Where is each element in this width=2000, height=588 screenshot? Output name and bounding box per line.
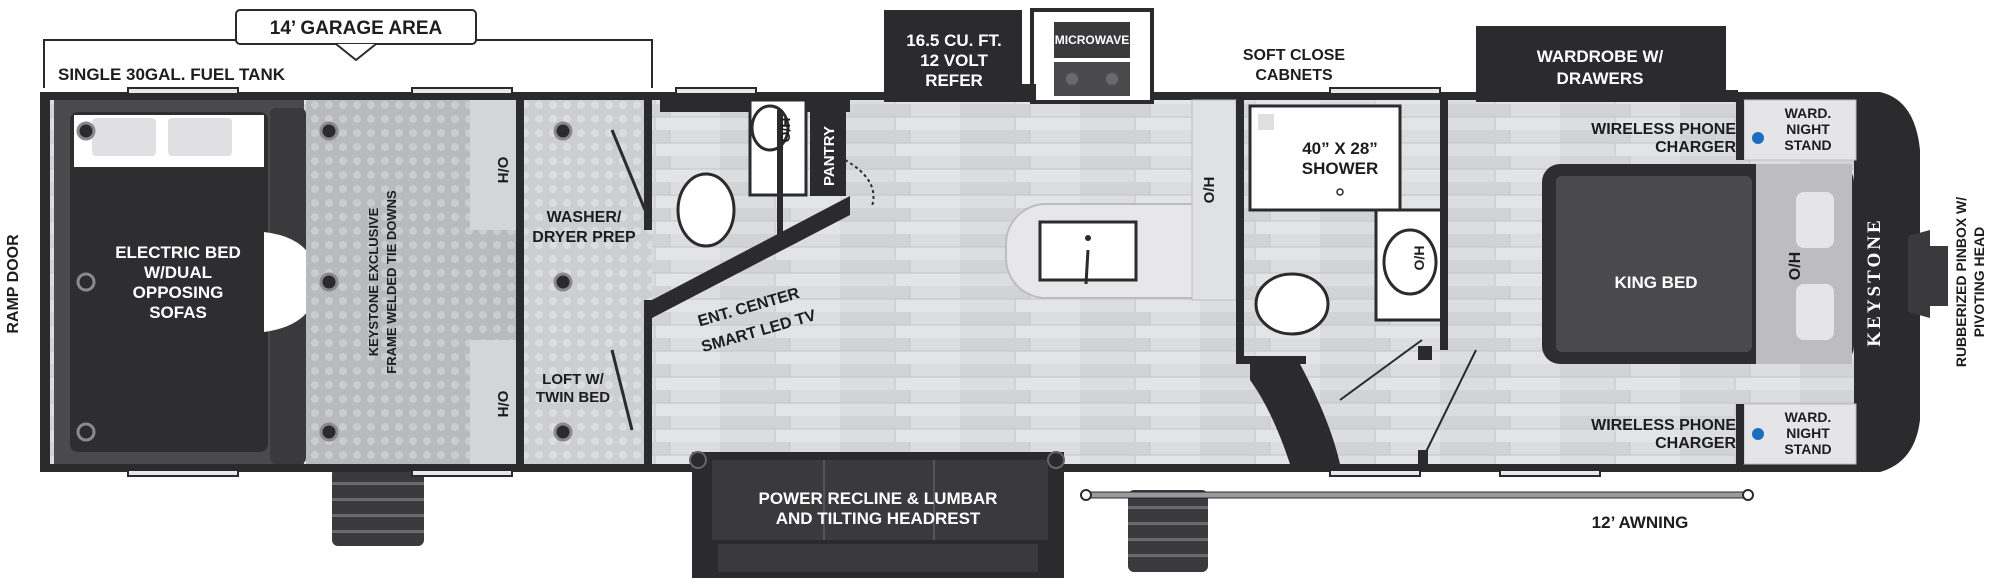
- nightstand-top-line-1: WARD.: [1785, 105, 1832, 121]
- nightstand-bottom-line-1: WARD.: [1785, 409, 1832, 425]
- recliner-slide: [689, 451, 1065, 578]
- awning-label: 12’ AWNING: [1592, 513, 1689, 532]
- shower-line-2: SHOWER: [1302, 159, 1379, 178]
- pantry-label: PANTRY: [821, 126, 838, 186]
- loft-line-1: LOFT W/: [542, 371, 604, 388]
- half-bath: [652, 98, 875, 318]
- garage-area-label: 14’ GARAGE AREA: [270, 18, 443, 39]
- washer-line-2: DRYER PREP: [532, 229, 636, 246]
- kitchen-island: [1005, 99, 1237, 301]
- loft-line-2: TWIN BED: [536, 389, 610, 406]
- charger-dot-bottom: [1752, 428, 1764, 440]
- nightstand-top-line-2: NIGHT: [1786, 121, 1830, 137]
- fuel-tank-label: SINGLE 30GAL. FUEL TANK: [58, 65, 286, 84]
- garage-bracket: [43, 9, 653, 88]
- electric-bed-line-1: ELECTRIC BED: [115, 243, 241, 262]
- tie-down-rings: [76, 121, 573, 442]
- charger-top-line-2: CHARGER: [1655, 139, 1736, 156]
- king-bed-label: KING BED: [1614, 273, 1697, 292]
- electric-bed-line-3: OPPOSING: [133, 283, 224, 302]
- pinbox-line-2: PIVOTING HEAD: [1971, 227, 1987, 337]
- bedroom-oh-label: O/H: [1787, 252, 1804, 280]
- soft-close-line-2: CABNETS: [1255, 67, 1333, 84]
- refrigerator: [884, 8, 1154, 104]
- nightstand-top-line-3: STAND: [1784, 137, 1831, 153]
- bath-oh-label: O/H: [1411, 246, 1427, 271]
- microwave-label: MICROWAVE: [1055, 33, 1129, 47]
- windows: [127, 87, 1601, 477]
- tie-downs-line-2: FRAME WELDED TIE DOWNS: [384, 190, 399, 374]
- charger-top-line-1: WIRELESS PHONE: [1591, 121, 1736, 138]
- charger-dot-top: [1752, 132, 1764, 144]
- refer-line-2: 12 VOLT: [920, 51, 988, 70]
- charger-bottom-line-1: WIRELESS PHONE: [1591, 417, 1736, 434]
- pinbox-line-1: RUBBERIZED PINBOX W/: [1953, 197, 1969, 367]
- tie-downs-line-1: KEYSTONE EXCLUSIVE: [366, 207, 381, 356]
- keystone-logo-text: KEYSTONE: [1864, 217, 1885, 346]
- garage-oh-top: O/H: [494, 157, 511, 184]
- electric-bed-line-4: SOFAS: [149, 303, 207, 322]
- ramp-door-label: RAMP DOOR: [5, 234, 22, 334]
- bedroom: [1542, 99, 1857, 465]
- refer-line-3: REFER: [925, 71, 983, 90]
- main-bath: [1236, 100, 1477, 464]
- tires: [332, 468, 1208, 572]
- electric-bed-line-2: W/DUAL: [144, 263, 212, 282]
- shower-line-1: 40” X 28”: [1302, 139, 1378, 158]
- wardrobe: [1476, 26, 1738, 102]
- half-bath-oh-label: O/H: [777, 118, 793, 143]
- garage-oh-bottom: O/H: [494, 391, 511, 418]
- recliner-line-1: POWER RECLINE & LUMBAR: [759, 489, 998, 508]
- recliner-line-2: AND TILTING HEADREST: [776, 509, 981, 528]
- garage: [54, 100, 652, 464]
- wardrobe-line-2: DRAWERS: [1557, 69, 1644, 88]
- charger-bottom-line-2: CHARGER: [1655, 435, 1736, 452]
- nightstand-bottom-line-2: NIGHT: [1786, 425, 1830, 441]
- soft-close-line-1: SOFT CLOSE: [1243, 47, 1346, 64]
- washer-line-1: WASHER/: [547, 209, 622, 226]
- kitchen-oh-label: O/H: [1201, 177, 1218, 204]
- refer-line-1: 16.5 CU. FT.: [906, 31, 1001, 50]
- awning: [1080, 489, 1754, 501]
- wardrobe-line-1: WARDROBE W/: [1537, 47, 1664, 66]
- nightstand-bottom-line-3: STAND: [1784, 441, 1831, 457]
